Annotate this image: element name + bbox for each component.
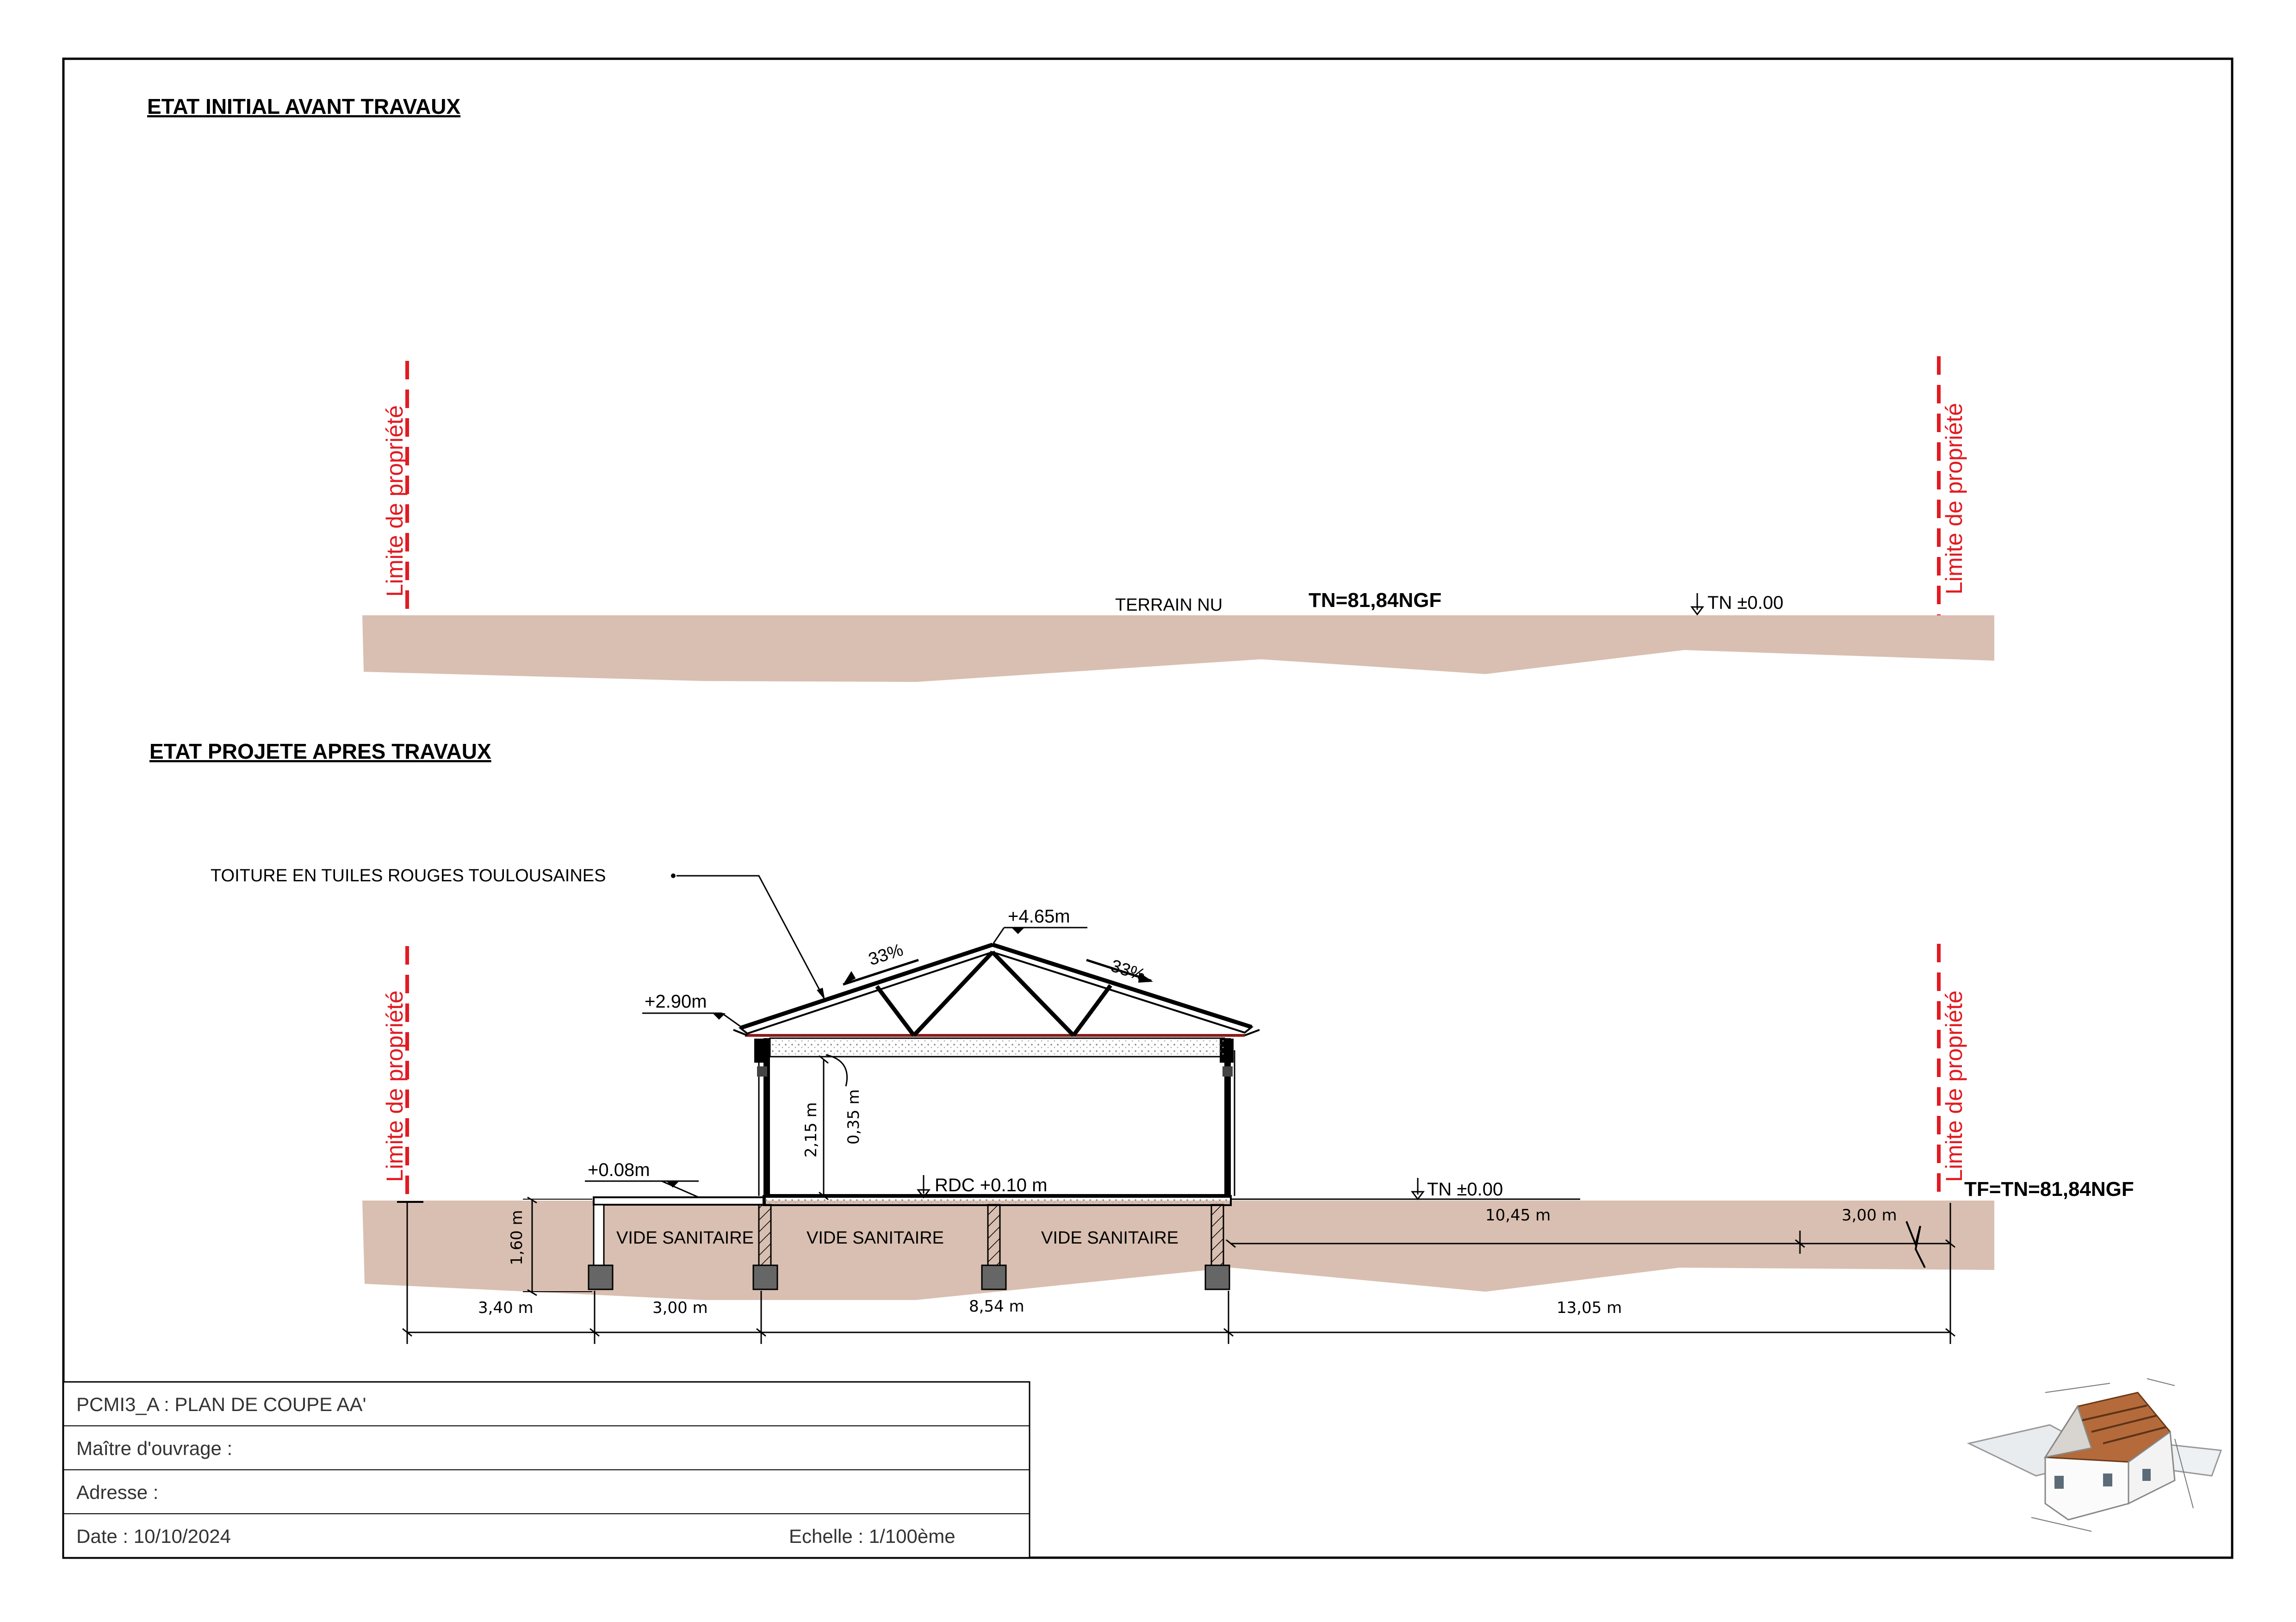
wall-left [763, 1038, 770, 1196]
section-title-initial: ETAT INITIAL AVANT TRAVAUX [147, 94, 460, 118]
section-title-projected: ETAT PROJETE APRES TRAVAUX [149, 739, 491, 763]
foundation-depth-label: 1,60 m [508, 1210, 526, 1265]
title-block-address: Adresse : [76, 1481, 158, 1503]
tn-ngf-label-initial: TN=81,84NGF [1309, 589, 1441, 612]
ceiling-insulation [769, 1037, 1225, 1058]
roof-truss [875, 950, 1112, 1037]
foundation-wall-2 [758, 1204, 772, 1269]
eave-level-label: +2.90m [645, 991, 707, 1012]
footing-3 [981, 1264, 1007, 1290]
rdc-level-label: RDC +0.10 m [935, 1175, 1047, 1195]
crawl-space-label-2: VIDE SANITAIRE [807, 1228, 944, 1248]
roof-note-leader [676, 875, 826, 1001]
foundation-wall-3 [987, 1204, 1001, 1269]
dim-label-1: 3,40 m [478, 1299, 534, 1317]
break-line-symbol [1905, 1221, 1926, 1268]
roof-note: TOITURE EN TUILES ROUGES TOULOUSAINES [211, 866, 606, 885]
footing-4 [1204, 1264, 1230, 1290]
ceiling-height-label: 2,15 m [802, 1102, 820, 1158]
property-limit-label-right-projected: Limite de propriété [1941, 991, 1967, 1182]
ground-initial [362, 615, 1994, 682]
dim-label-5: 10,45 m [1485, 1206, 1551, 1225]
property-limit-label-left-initial: Limite de propriété [382, 405, 408, 597]
bottom-dimension-chain [402, 1203, 1955, 1344]
dim-label-3: 8,54 m [969, 1297, 1024, 1316]
tf-ngf-label: TF=TN=81,84NGF [1964, 1178, 2134, 1201]
wall-right [1224, 1038, 1231, 1196]
terrain-nu-label: TERRAIN NU [1115, 595, 1222, 615]
dim-label-4: 13,05 m [1557, 1299, 1622, 1317]
crawl-space-label-1: VIDE SANITAIRE [616, 1228, 754, 1248]
title-block-scale: Echelle : 1/100ème [789, 1525, 956, 1547]
level-marker-initial [1690, 593, 1704, 616]
footing-1 [588, 1264, 614, 1290]
title-block-date: Date : 10/10/2024 [76, 1525, 231, 1547]
terrace-slab [593, 1196, 766, 1206]
property-limit-label-right-initial: Limite de propriété [1941, 403, 1967, 594]
terrace-level-label: +0.08m [588, 1160, 650, 1180]
rdc-level-marker [917, 1175, 931, 1199]
plenum-arrow [825, 1054, 848, 1087]
footing-2 [752, 1264, 778, 1290]
sheet-frame [62, 57, 2234, 1559]
crawl-space-label-3: VIDE SANITAIRE [1041, 1228, 1179, 1248]
house-illustration-image [1967, 1378, 2222, 1532]
tn-zero-label-initial: TN ±0.00 [1707, 593, 1783, 613]
foundation-wall-4 [1210, 1204, 1224, 1269]
property-limit-label-left-projected: Limite de propriété [382, 991, 408, 1182]
house-section [588, 942, 1260, 1290]
ridge-level-label: +4.65m [1008, 906, 1070, 927]
tn-marker-projected [1411, 1178, 1425, 1201]
title-block-owner: Maître d'ouvrage : [76, 1437, 232, 1459]
dim-label-6: 3,00 m [1842, 1206, 1897, 1225]
title-block [62, 1381, 1030, 1559]
foundation-wall-1 [593, 1204, 605, 1269]
tn-zero-label-projected: TN ±0.00 [1427, 1179, 1503, 1200]
plenum-height-label: 0,35 m [844, 1089, 863, 1145]
dim-label-2: 3,00 m [652, 1299, 708, 1317]
title-block-drawing: PCMI3_A : PLAN DE COUPE AA' [76, 1393, 366, 1415]
